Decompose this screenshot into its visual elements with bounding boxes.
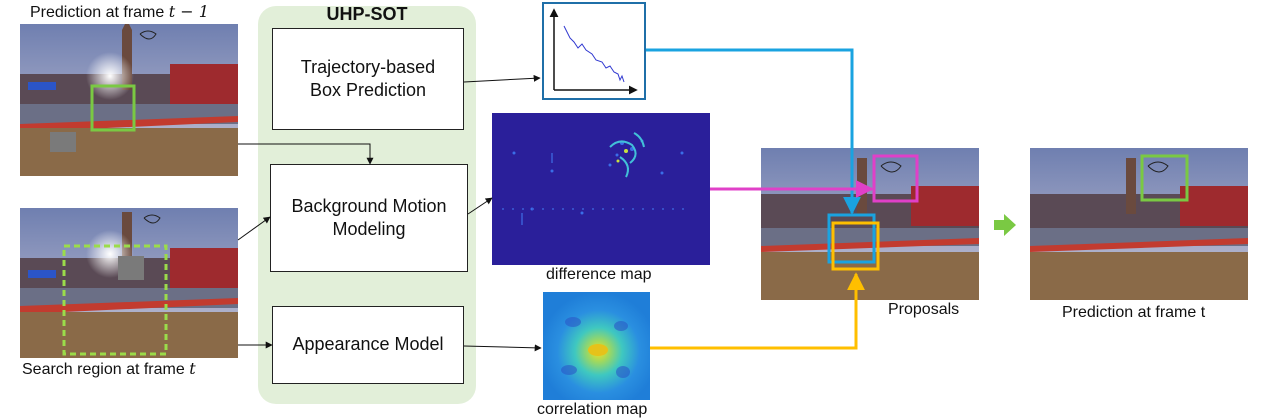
prev-to-motion-arrow bbox=[238, 143, 374, 165]
search-to-motion-arrow bbox=[237, 216, 271, 241]
motion-proposal-box bbox=[872, 154, 919, 203]
search-frame-caption: Search region at frame t bbox=[22, 359, 196, 379]
difference-map-image bbox=[492, 113, 710, 265]
panel-title: UHP-SOT bbox=[326, 4, 408, 24]
trajectory-prediction-module: Trajectory-based Box Prediction bbox=[272, 28, 464, 130]
appearance-label: Appearance Model bbox=[292, 334, 444, 355]
search-frame-caption-var: t bbox=[189, 359, 196, 378]
motion-label-line2: Modeling bbox=[332, 219, 406, 239]
trajectory-label-line2: Box Prediction bbox=[309, 80, 427, 100]
background-motion-module: Background Motion Modeling bbox=[270, 164, 468, 272]
search-frame-image bbox=[20, 208, 238, 358]
appearance-model-module: Appearance Model bbox=[272, 306, 464, 384]
appearance-to-corrmap-arrow bbox=[463, 344, 542, 352]
motion-label-line1: Background Motion bbox=[291, 195, 447, 216]
final-prediction-caption: Prediction at frame t bbox=[1062, 304, 1206, 321]
correlation-map-caption: correlation map bbox=[537, 401, 648, 418]
trajectory-plot bbox=[542, 2, 646, 100]
trajectory-to-plot-arrow bbox=[463, 74, 541, 83]
previous-frame-caption: Prediction at frame t − 1 bbox=[30, 2, 209, 22]
correlation-map-image bbox=[543, 292, 650, 400]
proposals-caption: Proposals bbox=[888, 301, 960, 318]
trajectory-label-line1: Trajectory-based bbox=[300, 56, 436, 77]
appearance-proposal-arrow bbox=[650, 272, 865, 350]
trajectory-proposal-box bbox=[827, 213, 876, 264]
difference-map-caption: difference map bbox=[546, 266, 652, 283]
final-target-box bbox=[1140, 154, 1189, 202]
final-prediction-image bbox=[1030, 148, 1248, 300]
motion-to-diffmap-arrow bbox=[467, 197, 493, 215]
appearance-proposal-box bbox=[831, 221, 880, 271]
previous-frame-image bbox=[20, 24, 238, 176]
search-frame-caption-prefix: Search region at frame bbox=[22, 361, 190, 378]
previous-target-box bbox=[90, 84, 136, 132]
previous-frame-caption-prefix: Prediction at frame bbox=[30, 4, 169, 21]
previous-frame-caption-var: t − 1 bbox=[168, 2, 209, 21]
trajectory-proposal-arrow bbox=[646, 48, 861, 215]
output-arrow-icon bbox=[994, 214, 1016, 236]
search-region-box bbox=[62, 244, 168, 356]
